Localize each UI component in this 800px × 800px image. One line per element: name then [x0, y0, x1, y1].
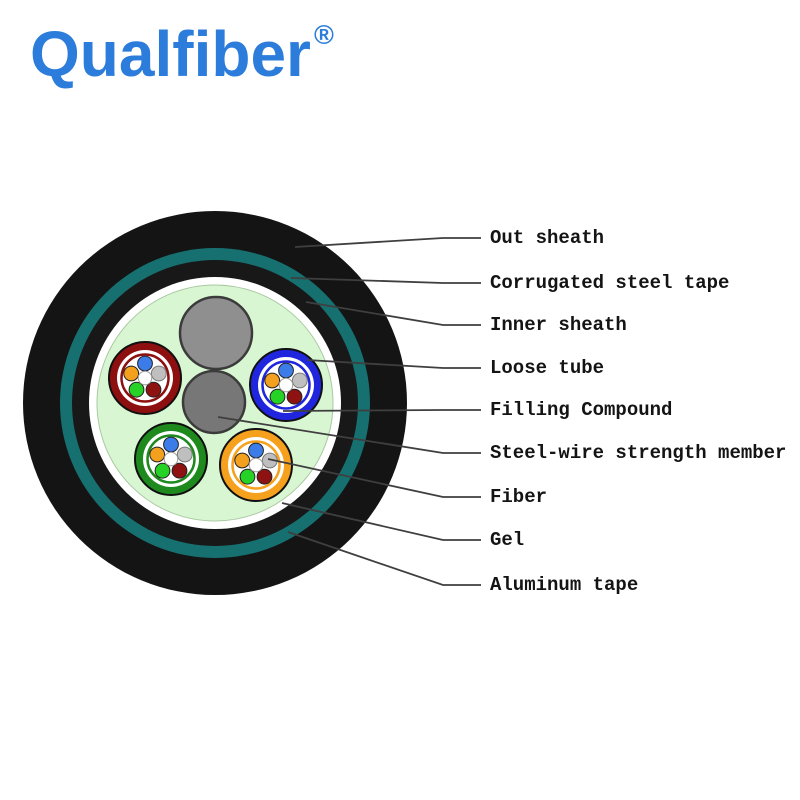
loose-tube-blue — [249, 348, 323, 422]
loose-tube-red — [108, 341, 182, 415]
label-filling-compound: Filling Compound — [490, 399, 672, 421]
diagram-labels: Out sheath Corrugated steel tape Inner s… — [490, 227, 786, 596]
brand-logo-text: Qualfiber — [30, 18, 311, 90]
label-gel: Gel — [490, 529, 524, 551]
label-out-sheath: Out sheath — [490, 227, 604, 249]
label-corrugated-steel-tape: Corrugated steel tape — [490, 272, 729, 294]
brand-logo: Qualfiber® — [30, 20, 334, 87]
leader-line-steel-wire — [217, 416, 481, 454]
label-loose-tube: Loose tube — [490, 357, 604, 379]
leader-line-inner-sheath — [305, 301, 481, 326]
strength-member-large — [178, 295, 254, 371]
leader-line-loose-tube — [306, 359, 481, 369]
loose-tube-green — [134, 422, 208, 496]
loose-tube-orange — [219, 428, 293, 502]
label-inner-sheath: Inner sheath — [490, 314, 627, 336]
leader-line-corrugated-steel-tape — [290, 277, 481, 284]
leader-line-fiber — [267, 458, 481, 498]
registered-trademark-icon: ® — [313, 20, 334, 50]
leader-line-gel — [281, 502, 481, 541]
leader-line-filling-compound — [282, 409, 481, 412]
label-steel-wire: Steel-wire strength member — [490, 442, 786, 464]
label-fiber: Fiber — [490, 486, 547, 508]
label-aluminum-tape: Aluminum tape — [490, 574, 638, 596]
leader-line-aluminum-tape — [287, 531, 481, 586]
leader-lines — [217, 237, 481, 586]
strength-member-small — [181, 369, 247, 435]
leader-line-out-sheath — [294, 237, 481, 248]
